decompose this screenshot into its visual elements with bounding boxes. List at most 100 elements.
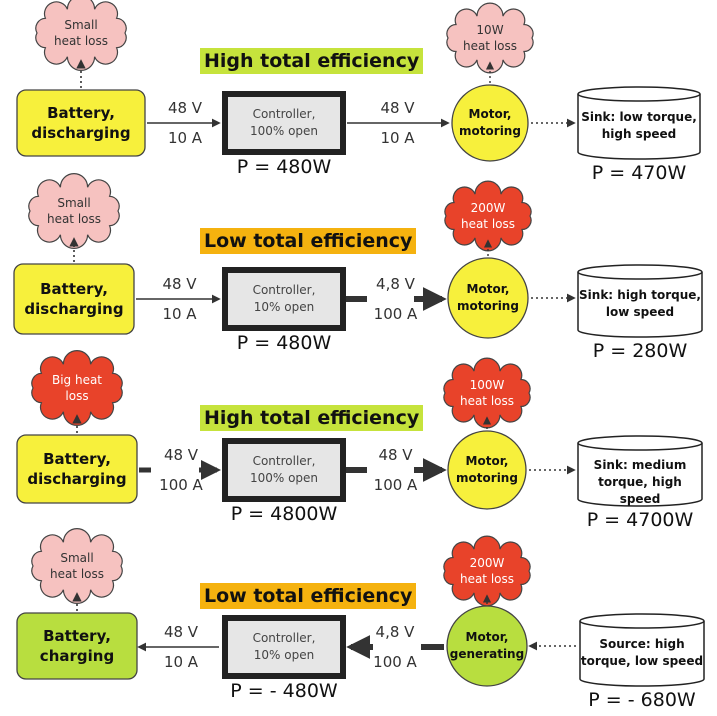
battery-cloud-line2: heat loss (53, 34, 109, 48)
motor-cloud-line1: 100W (469, 378, 505, 392)
sink-line2: low speed (605, 305, 675, 319)
battery-label-line1: Battery, (43, 627, 111, 645)
motor-line2: motoring (456, 471, 518, 485)
motor-heat-cloud (443, 357, 531, 429)
battery-label: Battery, discharging (17, 449, 137, 489)
controller-label: Controller,10% open (225, 282, 343, 316)
left-flow-voltage: 48 V (163, 446, 199, 464)
battery-label: Battery, discharging (14, 279, 134, 319)
motor-line2: generating (449, 647, 525, 661)
controller-power: P = 480W (236, 332, 332, 354)
controller-line1: Controller, (252, 454, 316, 468)
battery-cloud-line1: Small (64, 18, 98, 32)
battery-cloud-line1: Small (57, 196, 91, 210)
controller-box (222, 91, 346, 155)
row-graphics (16, 528, 705, 687)
sink-cylinder-top (579, 613, 705, 629)
right-flow-voltage: 4,8 V (376, 275, 415, 293)
sink-cylinder (579, 621, 705, 687)
battery-heat-cloud (28, 173, 120, 249)
motor-heat-cloud (444, 180, 532, 252)
left-flow-label: 48 V 10 A (151, 97, 219, 149)
row-graphics (16, 350, 703, 510)
motor-cloud-line1: 200W (469, 556, 505, 570)
motor-line2: motoring (457, 299, 519, 313)
controller-line2: 10% open (253, 300, 315, 314)
battery-box (13, 263, 135, 335)
controller-label: Controller,100% open (225, 453, 343, 487)
right-flow-current: 100 A (373, 476, 418, 494)
motor-label: Motor, generating (447, 629, 527, 663)
battery-label: Battery,discharging (17, 103, 145, 143)
controller-box (222, 615, 346, 679)
battery-label-line1: Battery, (43, 450, 111, 468)
motor-circle (447, 257, 529, 339)
battery-cloud-line2: loss (65, 389, 89, 403)
row-graphics (13, 173, 703, 339)
sink-line1: Sink: medium (593, 458, 687, 472)
right-flow-voltage: 48 V (378, 446, 413, 464)
motor-cloud-label: 200W heat loss (445, 555, 529, 587)
controller-box (222, 438, 346, 502)
motor-cloud-label: 10W heat loss (448, 22, 532, 54)
sink-line2: torque, high speed (598, 475, 682, 506)
motor-cloud-line2: heat loss (462, 39, 518, 53)
left-flow-current: 10 A (163, 653, 199, 671)
motor-line1: Motor, (465, 630, 509, 644)
motor-line1: Motor, (466, 282, 510, 296)
battery-cloud-label: Small heat loss (29, 195, 119, 227)
motor-line1: Motor, (465, 454, 509, 468)
battery-heat-cloud (31, 528, 123, 604)
sink-power: P = 280W (592, 340, 688, 362)
sink-cylinder (577, 272, 703, 338)
battery-cloud-label: Small heat loss (32, 550, 122, 582)
row-title: High total efficiency (200, 405, 424, 431)
controller-label: Controller,100% open (225, 106, 343, 140)
motor-label: Motor, motoring (448, 453, 526, 487)
sink-cylinder-top (577, 86, 701, 102)
controller-box (222, 267, 346, 331)
battery-heat-cloud (35, 0, 127, 71)
battery-label-line2: charging (39, 647, 115, 665)
motor-cloud-line1: 10W (476, 23, 504, 37)
battery-box (16, 89, 146, 157)
battery-box (16, 612, 138, 680)
battery-cloud-line1: Small (60, 551, 94, 565)
right-flow-current: 100 A (373, 653, 417, 671)
battery-cloud-label: Small heat loss (36, 17, 126, 49)
battery-cloud-line2: heat loss (49, 567, 105, 581)
battery-label-line1: Battery, (40, 280, 108, 298)
motor-cloud-line2: heat loss (459, 572, 515, 586)
controller-power: P = 4800W (230, 503, 338, 525)
left-flow-current: 10 A (162, 305, 197, 323)
right-flow-current: 10 A (380, 129, 415, 147)
sink-line1: Sink: low torque, (581, 110, 697, 124)
controller-line2: 100% open (249, 124, 319, 138)
battery-label: Battery, charging (17, 626, 137, 666)
sink-line1: Source: high (599, 637, 685, 651)
left-flow-voltage: 48 V (163, 623, 199, 641)
row-title: Low total efficiency (200, 583, 417, 609)
left-flow-voltage: 48 V (167, 99, 203, 117)
battery-label-line2: discharging (24, 300, 124, 318)
controller-line2: 10% open (253, 648, 315, 662)
motor-line1: Motor, (468, 107, 512, 121)
battery-label-line2: discharging (27, 470, 127, 488)
battery-cloud-line2: heat loss (46, 212, 102, 226)
left-flow-current: 10 A (167, 129, 203, 147)
battery-heat-cloud (31, 350, 123, 426)
sink-power: P = - 680W (588, 689, 696, 711)
motor-line2: motoring (459, 124, 521, 138)
controller-line1: Controller, (252, 631, 316, 645)
right-flow-voltage: 4,8 V (375, 623, 415, 641)
